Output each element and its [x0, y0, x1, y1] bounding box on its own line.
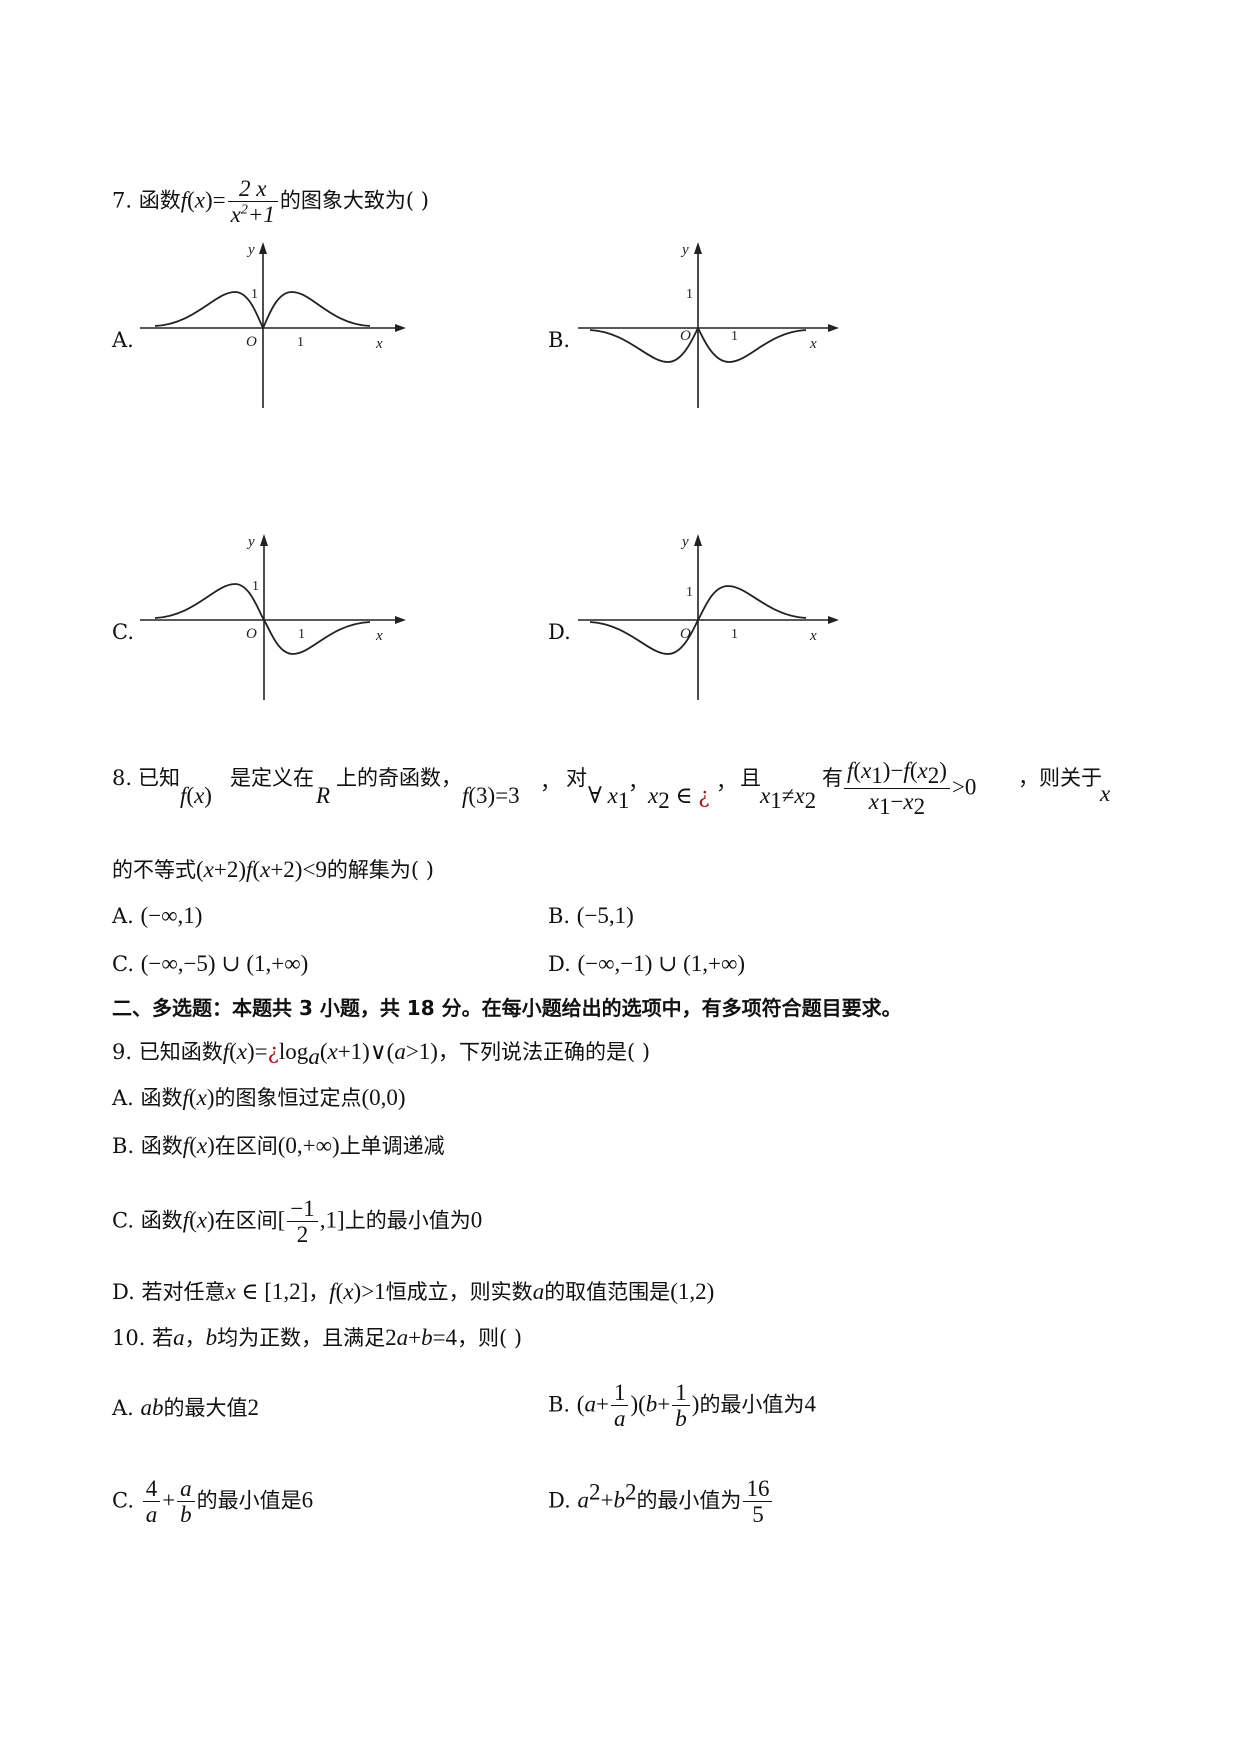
q8-t3: R — [316, 783, 331, 808]
q8-t10: 有 — [822, 766, 843, 790]
q7b-tick-y: 1 — [686, 287, 693, 302]
q7-option-d-label[interactable]: D. — [548, 620, 571, 644]
q7a-axis-y: y — [246, 242, 255, 258]
q7d-tick-y: 1 — [686, 585, 693, 600]
q7d-axis-x: x — [809, 628, 817, 644]
q8-t1: 已知 — [138, 766, 180, 790]
q8-option-d[interactable]: D. (−∞,−1) ∪ (1,+∞) — [548, 951, 746, 976]
q8-t2: 是定义在 — [230, 766, 314, 790]
q7-number: 7. — [112, 188, 133, 213]
q7-option-c-label[interactable]: C. — [112, 620, 134, 644]
q7a-axis-x: x — [375, 336, 383, 352]
q10-option-a[interactable]: A. ab的最大值2 — [112, 1395, 260, 1420]
q8-option-c[interactable]: C. (−∞,−5) ∪ (1,+∞) — [112, 951, 309, 976]
q7b-axis-y: y — [680, 242, 689, 258]
q7-option-b-label[interactable]: B. — [548, 328, 571, 352]
q10-stem: 10. 若a，b均为正数，且满足2a+b=4，则( ) — [112, 1325, 523, 1350]
q9-stem: 9. 已知函数f(x)=¿loga(x+1)∨(a>1)，下列说法正确的是( ) — [112, 1039, 651, 1070]
q8-t11: ，则关于 — [1018, 766, 1102, 790]
q7-graph-d: y x O 1 1 — [578, 534, 839, 700]
q7-func: f — [180, 187, 188, 213]
q7b-axis-x: x — [809, 336, 817, 352]
q8-t7: ， — [628, 770, 649, 794]
q8-t4: 上的奇函数， — [336, 766, 462, 790]
q7-graph-c: y x O 1 1 — [140, 534, 406, 700]
q7d-axis-y: y — [680, 534, 689, 550]
section-title: 二、多选题：本题共 3 小题，共 18 分。在每小题给出的选项中，有多项符合题目… — [112, 996, 902, 1020]
q8-line2: 的不等式(x+2)f(x+2)<9的解集为( ) — [112, 857, 434, 882]
q8-fraction: f(x1)−f(x2)x1−x2>0 — [842, 758, 976, 820]
q8-number: 8. — [112, 766, 133, 790]
q7-option-a-label[interactable]: A. — [112, 328, 134, 352]
q7c-origin: O — [246, 626, 257, 642]
q8-t12: x — [1100, 781, 1111, 806]
q7-graph-a: y x O 1 1 — [140, 242, 406, 408]
q8-option-b[interactable]: B. (−5,1) — [548, 903, 634, 928]
q9-option-d[interactable]: D. 若对任意x ∈ [1,2]，f(x)>1恒成立，则实数a的取值范围是(1,… — [112, 1279, 715, 1304]
q9-option-b[interactable]: B. 函数f(x)在区间(0,+∞)上单调递减 — [112, 1133, 445, 1158]
q9-option-a[interactable]: A. 函数f(x)的图象恒过定点(0,0) — [112, 1085, 406, 1110]
q7-stem-suffix: 的图象大致为( ) — [279, 188, 429, 213]
q7-stem-prefix: 函数 — [138, 188, 181, 213]
q7d-origin: O — [680, 626, 691, 642]
q7b-origin: O — [680, 328, 691, 344]
q8-t9: 且 — [740, 766, 761, 790]
q7c-tick-y: 1 — [252, 579, 259, 594]
q7c-axis-x: x — [375, 628, 383, 644]
q7a-origin: O — [246, 334, 257, 350]
q7-graph-b: y x O 1 1 — [578, 242, 839, 408]
q7b-tick-x: 1 — [731, 329, 738, 344]
q7a-tick-x: 1 — [297, 335, 304, 350]
q8-t6: 对 — [566, 766, 587, 790]
q7c-tick-x: 1 — [298, 627, 305, 642]
q7c-axis-y: y — [246, 534, 255, 550]
q8-t8: ， — [716, 770, 737, 794]
q8-t5: ， — [540, 770, 561, 794]
q8-option-a[interactable]: A. (−∞,1) — [112, 903, 203, 928]
q7a-tick-y: 1 — [251, 287, 258, 302]
q7d-tick-x: 1 — [731, 627, 738, 642]
